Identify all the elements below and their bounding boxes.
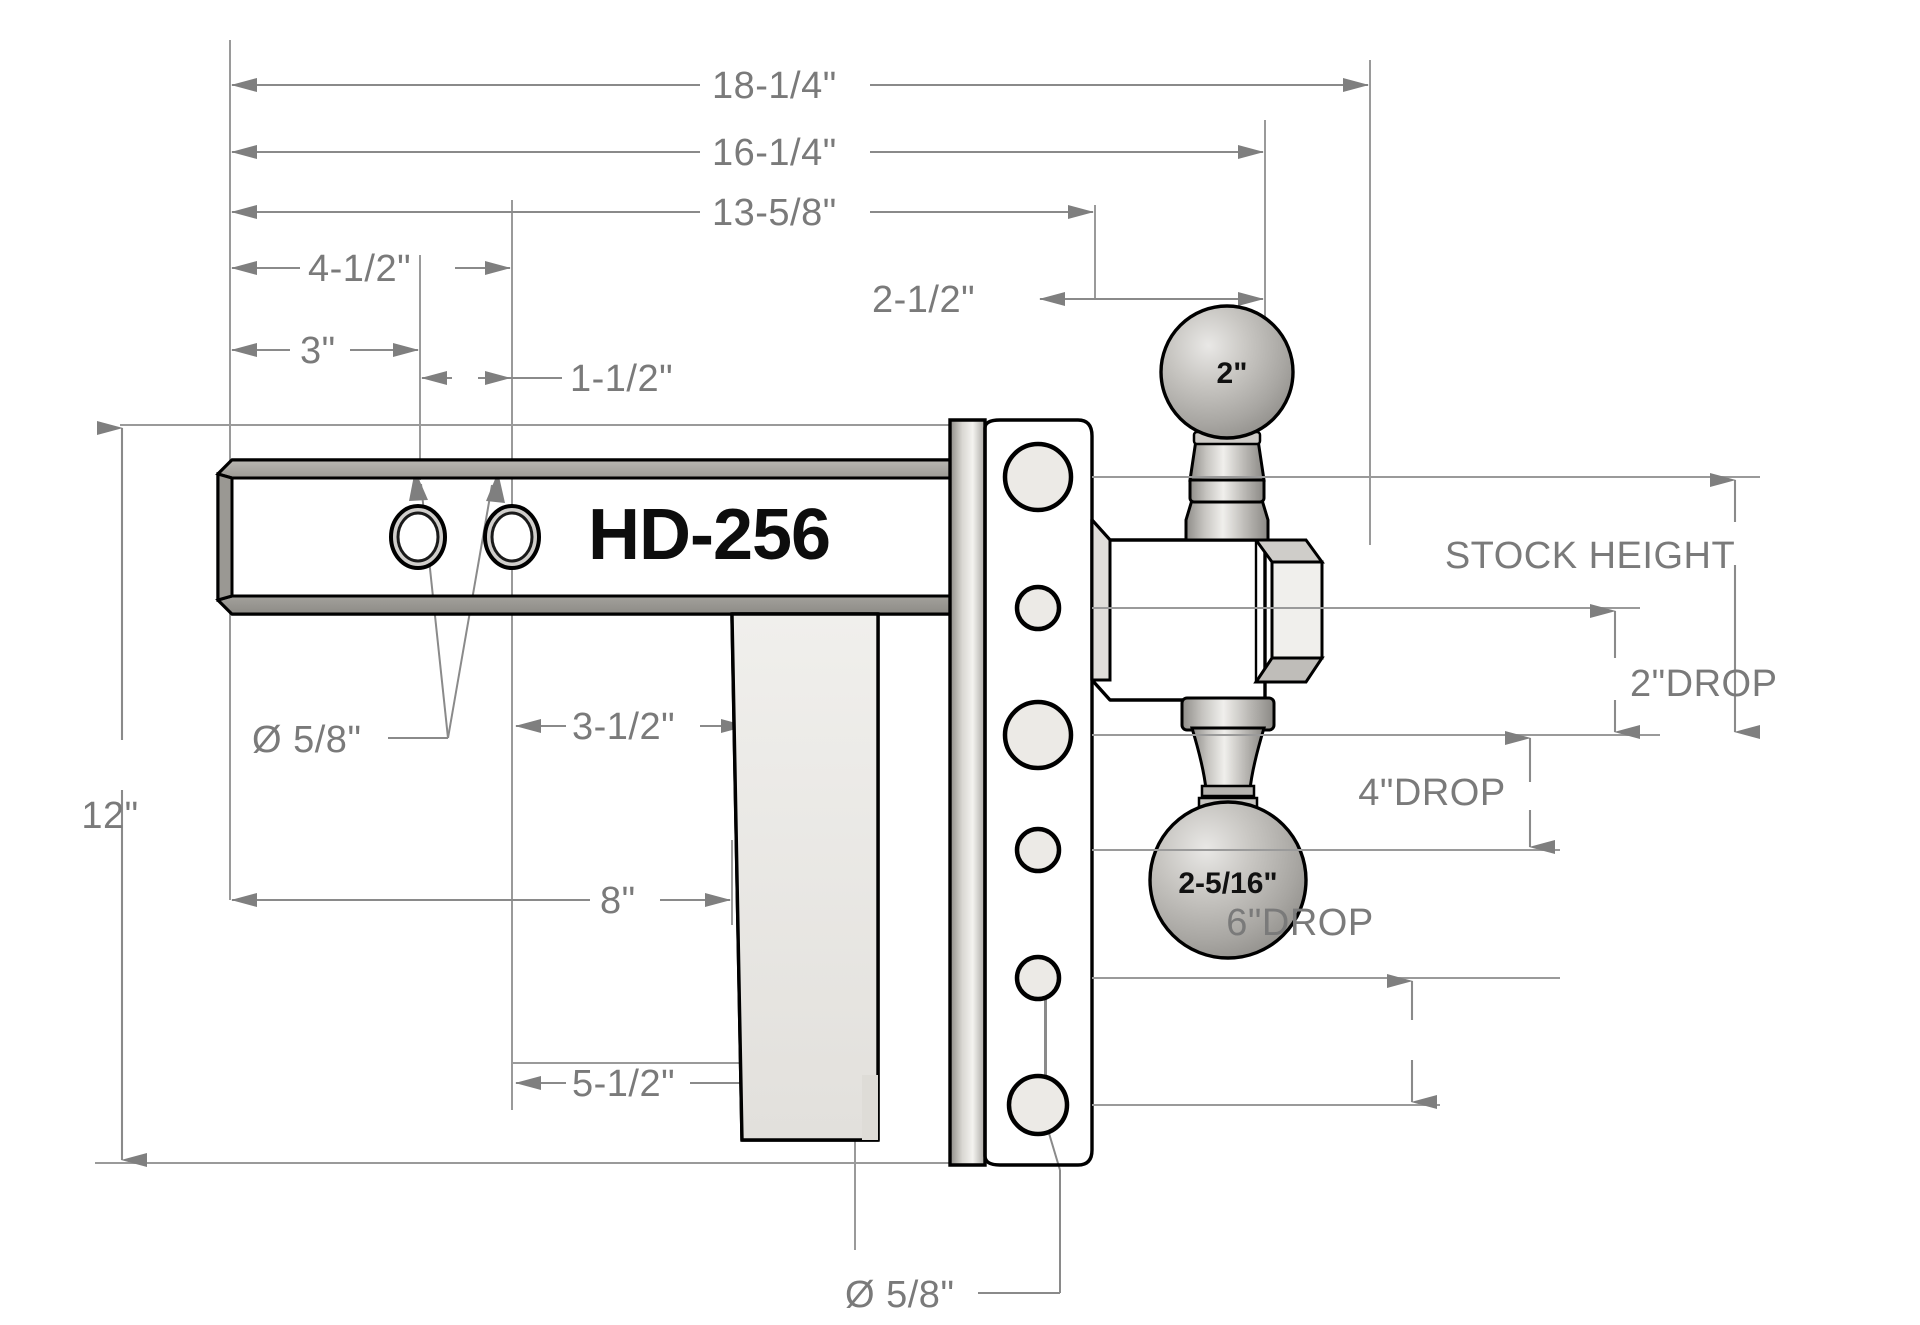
drop-reference-lines [1092,476,1760,1106]
dim-16-1-4-label: 16-1/4" [712,132,837,174]
dim-3-1-2-label: 3-1/2" [572,706,675,748]
lower-dimension-set: 12" 3-1/2" 8" 5-1/2" [81,421,863,1167]
plate-hole-2 [1014,584,1062,632]
dim-5-1-2-label: 5-1/2" [572,1063,675,1105]
dim-16-1-4: 16-1/4" [231,132,1264,174]
dim-13-5-8-label: 13-5/8" [712,192,837,234]
label-4-drop: 4"DROP [1358,731,1555,854]
dim-3-label: 3" [300,330,336,372]
dim-1-1-2: 1-1/2" [421,358,673,400]
dia-shank-holes-label: Ø 5/8" [252,719,361,761]
gusset-support [730,612,880,1142]
upper-ball-label: 2" [1217,357,1248,390]
label-stock-height-text: STOCK HEIGHT [1445,535,1735,577]
plate-hole-5 [1014,954,1062,1002]
dim-2-1-2: 2-1/2" [872,279,1264,321]
horizontal-dimension-set: 18-1/4" 16-1/4" 13-5/8" 4-1/2" 3" [231,65,1369,400]
dim-12: 12" [81,421,147,1167]
drop-label-set: STOCK HEIGHT 2"DROP 4"DROP 6"DROP [1226,473,1777,1109]
plate-hole-6 [1006,1073,1070,1137]
shank-hole-1 [389,504,447,570]
plate-hole-3 [1002,699,1074,771]
lower-ball: 2-5/16" [1148,696,1308,960]
label-6-drop-text: 6"DROP [1226,902,1373,944]
shank-bar: HD-256 [215,458,962,616]
dim-2-1-2-label: 2-1/2" [872,279,975,321]
lower-ball-label: 2-5/16" [1178,867,1277,900]
dia-plate-holes-callout: Ø 5/8" [845,980,1061,1316]
dim-12-label: 12" [81,795,138,837]
hex-nut [1253,538,1325,684]
dim-4-1-2-label: 4-1/2" [308,248,411,290]
label-stock-height: STOCK HEIGHT [1445,473,1760,739]
part-number-label: HD-256 [588,495,830,575]
dim-8: 8" [231,840,733,925]
dim-8-label: 8" [600,880,636,922]
dim-1-1-2-label: 1-1/2" [570,358,673,400]
dim-5-1-2: 5-1/2" [515,1063,863,1105]
drop-plate [948,418,1094,1167]
shank-hole-2 [483,504,541,570]
label-6-drop: 6"DROP [1226,902,1437,1109]
hitch-assembly: HD-256 [215,304,1325,1167]
label-2-drop: 2"DROP [1590,604,1777,739]
label-2-drop-text: 2"DROP [1630,663,1777,705]
dim-4-1-2: 4-1/2" [231,248,511,290]
plate-hole-1 [1002,441,1074,513]
dim-3: 3" [231,330,419,372]
dim-13-5-8: 13-5/8" [231,192,1094,234]
label-4-drop-text: 4"DROP [1358,772,1505,814]
plate-hole-4 [1014,826,1062,874]
dim-18-1-4-label: 18-1/4" [712,65,837,107]
dim-18-1-4: 18-1/4" [231,65,1369,107]
dia-plate-holes-label: Ø 5/8" [845,1274,954,1316]
upper-ball: 2" [1159,304,1295,542]
